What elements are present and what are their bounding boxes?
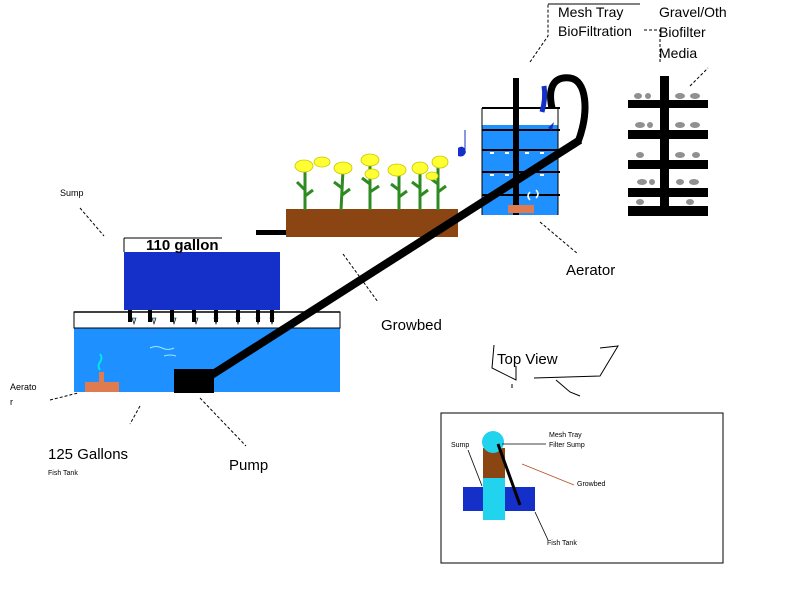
biofilter-post <box>513 78 519 215</box>
growbed-label: Growbed <box>381 317 442 334</box>
tank-110-label: 110 gallon <box>146 237 219 254</box>
top-view-sump <box>483 478 505 520</box>
pipe <box>207 136 583 380</box>
mesh-tray-label: Mesh Tray <box>558 4 624 20</box>
biofilter-label: Biofilter <box>659 24 706 40</box>
fish-tank-bubbles <box>97 353 103 371</box>
top-view-fish-tank-label: Fish Tank <box>547 540 577 547</box>
fish-tank-aerator-stem <box>99 372 104 384</box>
pump <box>174 369 214 393</box>
aerator-label: Aerator <box>566 262 616 279</box>
biofiltration-label: BioFiltration <box>558 23 632 39</box>
fish-tank-label: Fish Tank <box>48 470 78 477</box>
top-view-title: Top View <box>497 351 558 368</box>
pump-label: Pump <box>229 457 269 474</box>
ripples <box>149 346 177 357</box>
top-view-growbed <box>483 448 505 480</box>
aerator-left-label-cont: r <box>10 397 13 407</box>
growbed-lip <box>256 230 286 235</box>
sump-label: Sump <box>60 188 84 198</box>
top-view-pipe <box>496 443 522 506</box>
gallons-125-label: 125 Gallons <box>48 446 129 463</box>
top-view-growbed-label: Growbed <box>577 481 606 488</box>
pipe-loop <box>547 74 589 144</box>
biofilter-bubbles <box>527 189 539 201</box>
media-label: Media <box>659 45 698 61</box>
top-view-callouts <box>491 344 619 397</box>
top-view-sump-label: Sump <box>451 442 470 449</box>
sump-legs <box>128 310 274 322</box>
flowers <box>294 153 449 181</box>
mesh-trays <box>482 107 560 196</box>
biofilter-aerator <box>508 205 534 213</box>
gravel-stones <box>634 93 700 205</box>
biofilter-tank <box>482 125 558 215</box>
callout-lines <box>49 4 709 447</box>
sump-tank <box>124 252 280 310</box>
aerator-left-label: Aerato <box>10 382 37 392</box>
top-view-filter-sump-label: Filter Sump <box>549 442 585 449</box>
fish-tank-aerator <box>85 382 119 392</box>
spray <box>539 85 548 113</box>
gravel-post <box>660 76 669 216</box>
top-view-mesh-tray-label: Mesh Tray <box>549 432 582 439</box>
gravel-label: Gravel/Oth <box>659 4 727 20</box>
gravel-shelves <box>628 100 708 216</box>
